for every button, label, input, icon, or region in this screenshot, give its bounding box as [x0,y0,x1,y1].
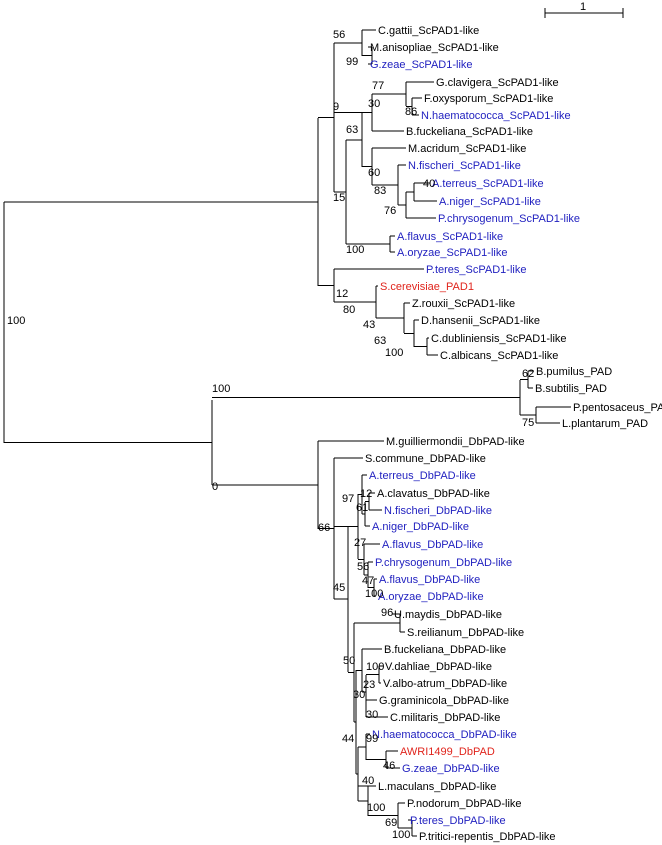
taxon-label: L.maculans_DbPAD-like [378,781,496,793]
taxon-label: A.flavus_DbPAD-like [382,539,483,551]
taxon-label: C.dubliniensis_ScPAD1-like [431,333,567,345]
taxon-label: N.haematococca_ScPAD1-like [421,110,571,122]
support-value: 97 [342,493,354,505]
taxon-label: S.commune_DbPAD-like [365,453,486,465]
taxon-label: V.albo-atrum_DbPAD-like [383,678,507,690]
taxon-label: C.albicans_ScPAD1-like [440,350,558,362]
taxon-label: P.nodorum_DbPAD-like [407,798,522,810]
taxon-label: G.zeae_ScPAD1-like [370,59,473,71]
support-value: 60 [368,167,380,179]
taxon-label: Z.rouxii_ScPAD1-like [412,298,515,310]
taxon-label: S.reilianum_DbPAD-like [407,627,524,639]
support-value: 61 [356,502,368,514]
taxon-label: M.acridum_ScPAD1-like [408,143,526,155]
support-value: 0 [212,481,218,493]
support-value: 96 [381,607,393,619]
support-value: 63 [346,124,358,136]
support-value: 12 [336,288,348,300]
support-value: 63 [374,335,386,347]
support-value: 27 [354,537,366,549]
support-value: 23 [363,679,375,691]
taxon-label: C.gattii_ScPAD1-like [378,25,479,37]
support-value: 45 [333,582,345,594]
taxon-label: G.graminicola_DbPAD-like [379,695,509,707]
taxon-label: A.flavus_ScPAD1-like [397,231,503,243]
taxon-label: P.teres_DbPAD-like [410,815,506,827]
taxon-label: B.fuckeliana_ScPAD1-like [406,126,533,138]
taxon-label: A.terreus_ScPAD1-like [432,178,544,190]
taxon-label: A.niger_DbPAD-like [372,521,469,533]
support-value: 99 [366,733,378,745]
taxon-label: AWRI1499_DbPAD [400,746,495,758]
taxon-label: P.teres_ScPAD1-like [426,264,526,276]
taxon-label: M.anisopliae_ScPAD1-like [370,42,499,54]
support-value: 56 [357,561,369,573]
taxon-label: A.niger_ScPAD1-like [439,196,541,208]
taxon-label: C.militaris_DbPAD-like [390,712,500,724]
taxon-label: N.fischeri_DbPAD-like [384,505,492,517]
taxon-label: A.clavatus_DbPAD-like [377,488,490,500]
support-value: 100 [385,347,403,359]
support-value: 75 [522,417,534,429]
taxon-label: P.chrysogenum_DbPAD-like [375,557,512,569]
taxon-label: V.dahliae_DbPAD-like [385,661,492,673]
taxon-label: P.pentosaceus_PAD [573,402,662,414]
support-value: 100 [367,802,385,814]
support-value: 100 [212,383,230,395]
taxon-label: D.hansenii_ScPAD1-like [421,315,540,327]
taxon-label: N.haematococca_DbPAD-like [372,729,517,741]
support-value: 40 [423,178,435,190]
taxon-label: A.oryzae_ScPAD1-like [397,247,507,259]
support-value: 76 [384,205,396,217]
taxon-label: G.clavigera_ScPAD1-like [436,77,559,89]
taxon-label: F.oxysporum_ScPAD1-like [424,93,553,105]
support-value: 100 [392,829,410,841]
support-value: 66 [318,522,330,534]
support-value: 99 [346,56,358,68]
support-value: 46 [383,760,395,772]
taxon-label: M.guilliermondii_DbPAD-like [386,436,525,448]
support-value: 69 [385,817,397,829]
support-value: 100 [7,315,25,327]
support-value: 77 [372,80,384,92]
support-value: 44 [342,733,354,745]
scale-bar-label: 1 [580,1,586,13]
taxon-label: U.maydis_DbPAD-like [394,609,502,621]
support-value: 56 [333,29,345,41]
taxon-label: B.subtilis_PAD [535,383,607,395]
taxon-label: A.terreus_DbPAD-like [369,470,476,482]
support-value: 100 [365,588,383,600]
support-value: 62 [522,368,534,380]
taxon-label: G.zeae_DbPAD-like [402,763,500,775]
support-value: 83 [374,185,386,197]
taxon-label: A.oryzae_DbPAD-like [378,591,484,603]
support-value: 100 [366,661,384,673]
taxon-label: N.fischeri_ScPAD1-like [408,160,521,172]
support-value: 15 [333,192,345,204]
taxon-label: B.fuckeliana_DbPAD-like [384,644,506,656]
taxon-label: P.chrysogenum_ScPAD1-like [438,213,580,225]
taxon-label: S.cerevisiae_PAD1 [380,281,474,293]
support-value: 12 [360,488,372,500]
taxon-label: L.plantarum_PAD [562,418,648,430]
taxon-label: B.pumilus_PAD [536,366,612,378]
support-value: 50 [343,655,355,667]
support-value: 40 [362,775,374,787]
support-value: 9 [333,101,339,113]
support-value: 47 [362,575,374,587]
support-value: 30 [368,98,380,110]
support-value: 43 [363,319,375,331]
support-value: 30 [366,709,378,721]
support-value: 86 [405,106,417,118]
support-value: 30 [353,689,365,701]
support-value: 80 [343,304,355,316]
taxon-label: P.tritici-repentis_DbPAD-like [419,831,556,843]
support-value: 100 [346,244,364,256]
taxon-label: A.flavus_DbPAD-like [379,574,480,586]
